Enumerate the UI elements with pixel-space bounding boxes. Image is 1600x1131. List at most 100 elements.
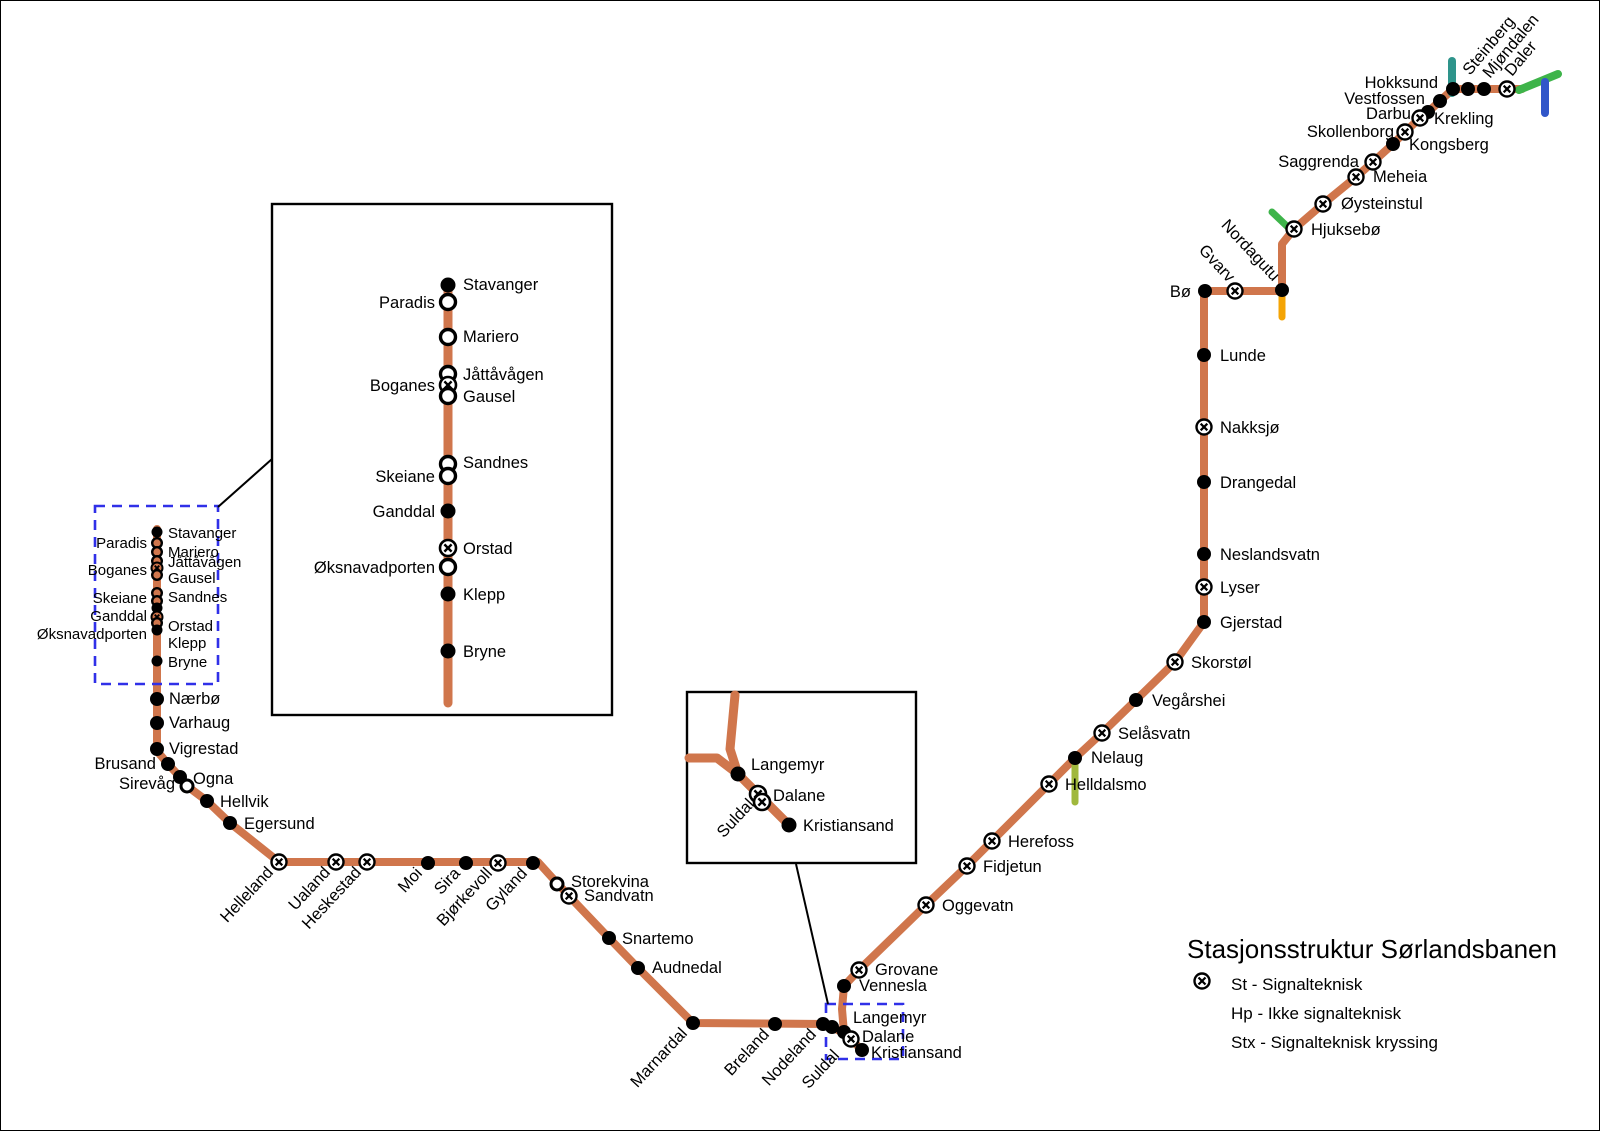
st-marker-icon <box>855 1043 869 1057</box>
stx-cross-icon <box>443 543 453 553</box>
legend-item-hp: Hp - Ikke signalteknisk <box>1191 972 1438 1028</box>
station-label-herefoss: Herefoss <box>1008 833 1074 851</box>
stx-cross-icon <box>564 891 574 901</box>
st-marker-icon <box>837 979 851 993</box>
station-ganddal-66: Ganddal <box>90 602 163 625</box>
station-veg-rshei-23: Vegårshei <box>1129 692 1225 710</box>
st-marker-icon <box>1198 284 1212 298</box>
station-fidjetun-28: Fidjetun <box>958 857 1042 876</box>
stx-cross-icon <box>331 857 341 867</box>
station-label-sel-svatn: Selåsvatn <box>1118 725 1190 743</box>
st-marker-icon <box>1433 94 1447 108</box>
st-marker-icon <box>440 277 456 293</box>
station-label-ysteinstul: Øysteinstul <box>1341 195 1423 213</box>
station-label-orstad: Orstad <box>168 618 213 635</box>
inset-box-2 <box>685 690 918 865</box>
station-vigrestad-55: Vigrestad <box>150 740 238 758</box>
station-klepp-82: Klepp <box>440 586 505 604</box>
inset-krs-west <box>684 753 743 779</box>
station-nelaug-25: Nelaug <box>1068 749 1143 767</box>
stx-cross-icon <box>1351 172 1361 182</box>
station-ksnavadporten-81: Øksnavadporten <box>314 557 458 577</box>
station-gausel-76: Gausel <box>438 386 515 406</box>
station-label-paradis: Paradis <box>379 294 435 312</box>
st-marker-icon <box>1197 475 1211 489</box>
stx-cross-icon <box>1230 286 1240 296</box>
station-label-lunde: Lunde <box>1220 347 1266 365</box>
station-label-b: Bø <box>1170 283 1191 301</box>
stx-cross-icon <box>362 857 372 867</box>
stx-cross-icon <box>1170 657 1180 667</box>
station-hellvik-51: Hellvik <box>200 793 269 811</box>
station-label-klepp: Klepp <box>168 635 206 652</box>
stx-cross-icon <box>1197 976 1207 986</box>
station-label-gjerstad: Gjerstad <box>1220 614 1282 632</box>
station-n-rb-57: Nærbø <box>150 690 220 708</box>
st-marker-icon <box>526 856 540 870</box>
station-label-moi: Moi <box>395 864 426 896</box>
station-vestfossen-4: Vestfossen <box>1344 90 1447 108</box>
dashed-highlight-box-2 <box>824 1002 905 1061</box>
station-stavanger-71: Stavanger <box>440 276 539 294</box>
st-marker-icon <box>173 770 187 784</box>
stx-cross-icon <box>1097 728 1107 738</box>
station-label-hokksund: Hokksund <box>1365 74 1438 92</box>
station-herefoss-27: Herefoss <box>983 832 1074 851</box>
station-label-lyser: Lyser <box>1220 579 1260 597</box>
st-marker-icon <box>151 602 163 614</box>
st-marker-icon <box>200 794 214 808</box>
st-marker-icon <box>686 1016 700 1030</box>
st-marker-icon <box>150 692 164 706</box>
stx-cross-icon <box>1318 199 1328 209</box>
station-gjerstad-21: Gjerstad <box>1197 614 1282 632</box>
stx-cross-icon <box>987 836 997 846</box>
st-marker-icon <box>459 856 473 870</box>
station-skollenborg-7: Skollenborg <box>1307 123 1414 141</box>
stx-cross-icon <box>274 857 284 867</box>
stx-cross-icon <box>846 1034 856 1044</box>
station-label-kristiansand: Kristiansand <box>871 1044 962 1062</box>
station-label-vennesla: Vennesla <box>859 977 928 995</box>
st-marker-icon <box>151 655 163 667</box>
inset-krs-north <box>725 690 743 779</box>
station-ysteinstul-11: Øysteinstul <box>1314 195 1423 213</box>
station-label-ksnavadporten: Øksnavadporten <box>314 559 435 577</box>
station-vennesla-31: Vennesla <box>837 977 928 995</box>
legend-label-st: St - Signalteknisk <box>1231 974 1363 994</box>
station-label-ganddal: Ganddal <box>373 503 435 521</box>
stx-cross-icon <box>1415 113 1425 123</box>
station-hjukseb-12: Hjuksebø <box>1285 220 1381 239</box>
hp-marker-icon <box>438 292 458 312</box>
station-label-mariero: Mariero <box>168 544 219 561</box>
station-label-ksnavadporten: Øksnavadporten <box>37 626 147 643</box>
st-marker-icon <box>602 931 616 945</box>
st-marker-icon <box>151 624 163 636</box>
station-label-skorst-l: Skorstøl <box>1191 654 1252 672</box>
station-label-langemyr: Langemyr <box>751 756 825 774</box>
station-label-audnedal: Audnedal <box>652 959 722 977</box>
station-label-neslandsvatn: Neslandsvatn <box>1220 546 1320 564</box>
station-paradis-72: Paradis <box>379 292 458 312</box>
station-brusand-54: Brusand <box>95 755 175 773</box>
station-lyser-20: Lyser <box>1195 578 1260 597</box>
station-label-mariero: Mariero <box>463 328 519 346</box>
st-marker-icon <box>223 816 237 830</box>
station-label-grovane: Grovane <box>875 961 938 979</box>
station-label-stavanger: Stavanger <box>168 525 236 542</box>
station-grovane-30: Grovane <box>850 961 938 979</box>
station-audnedal-39: Audnedal <box>631 959 722 977</box>
station-label-kristiansand: Kristiansand <box>803 817 894 835</box>
hp-marker-icon <box>549 876 565 892</box>
station-label-bryne: Bryne <box>168 654 207 671</box>
station-kristiansand-87: Kristiansand <box>781 817 894 835</box>
station-label-hellvik: Hellvik <box>220 793 269 811</box>
station-j-tt-v-gen-61: Jåttåvågen <box>150 554 241 571</box>
station-label-gvarv: Gvarv <box>1195 241 1239 286</box>
station-label-storekvina: Storekvina <box>571 873 650 891</box>
station-langemyr-84: Langemyr <box>730 756 825 782</box>
hp-marker-icon <box>438 386 458 406</box>
inset-leader-line-1 <box>217 458 273 508</box>
station-label-boganes: Boganes <box>370 377 435 395</box>
